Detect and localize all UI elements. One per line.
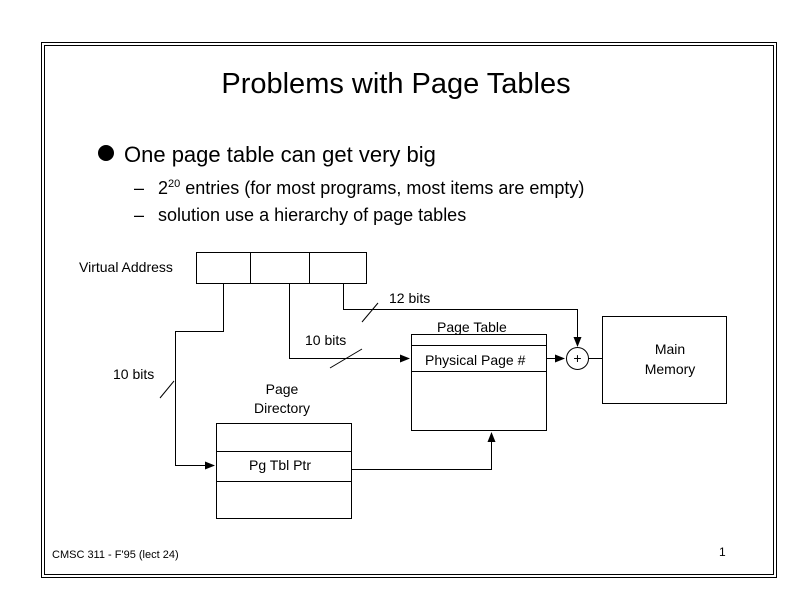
bits10-left-label: 10 bits: [113, 366, 155, 382]
sub-bullet-2: solution use a hierarchy of page tables: [158, 205, 467, 225]
sub-bullet-1-base: 2: [158, 178, 169, 198]
directory-index-arrow: [175, 283, 224, 470]
main-memory-line1: Main: [654, 341, 686, 357]
sub-bullet-1: 220 entries (for most programs, most ite…: [158, 178, 584, 199]
bits12-label: 12 bits: [389, 290, 431, 306]
bits10-upper-label: 10 bits: [305, 332, 347, 348]
main-memory-box: [602, 316, 727, 404]
slide-border-outer: [41, 42, 777, 578]
bullet-text: One page table can get very big: [124, 142, 436, 167]
dash-2: –: [134, 205, 145, 225]
pg-tbl-ptr-arrow: [351, 432, 496, 470]
sub-bullet-1-rest: entries (for most programs, most items a…: [180, 178, 585, 198]
table-index-arrow: [289, 283, 410, 363]
virtual-address-box: [196, 252, 367, 284]
footer-course: CMSC 311 - F'95 (lect 24): [52, 549, 179, 561]
physical-page-label: Physical Page #: [425, 352, 526, 368]
slash-12bits: [361, 302, 379, 323]
virtual-address-label: Virtual Address: [79, 259, 173, 275]
page-directory-line2: Directory: [253, 400, 310, 416]
slash-10bits-upper: [329, 348, 363, 369]
page-table-box: [411, 334, 547, 431]
page-directory-box: [216, 423, 352, 519]
pg-tbl-ptr-label: Pg Tbl Ptr: [249, 457, 311, 473]
page-number: 1: [719, 545, 726, 559]
slide-border-inner: [44, 45, 774, 575]
dash-1: –: [134, 178, 145, 198]
bullet-dot: [98, 145, 114, 161]
slide-title: Problems with Page Tables: [221, 68, 571, 100]
adder-plus-label: +: [573, 350, 582, 366]
page-table-label: Page Table: [437, 319, 507, 335]
offset-arrow: [343, 283, 582, 347]
sub-bullet-1-exponent: 20: [168, 178, 181, 190]
page-directory-line1: Page: [265, 381, 299, 397]
main-memory-line2: Memory: [644, 361, 696, 377]
slash-10bits-left: [159, 380, 175, 399]
